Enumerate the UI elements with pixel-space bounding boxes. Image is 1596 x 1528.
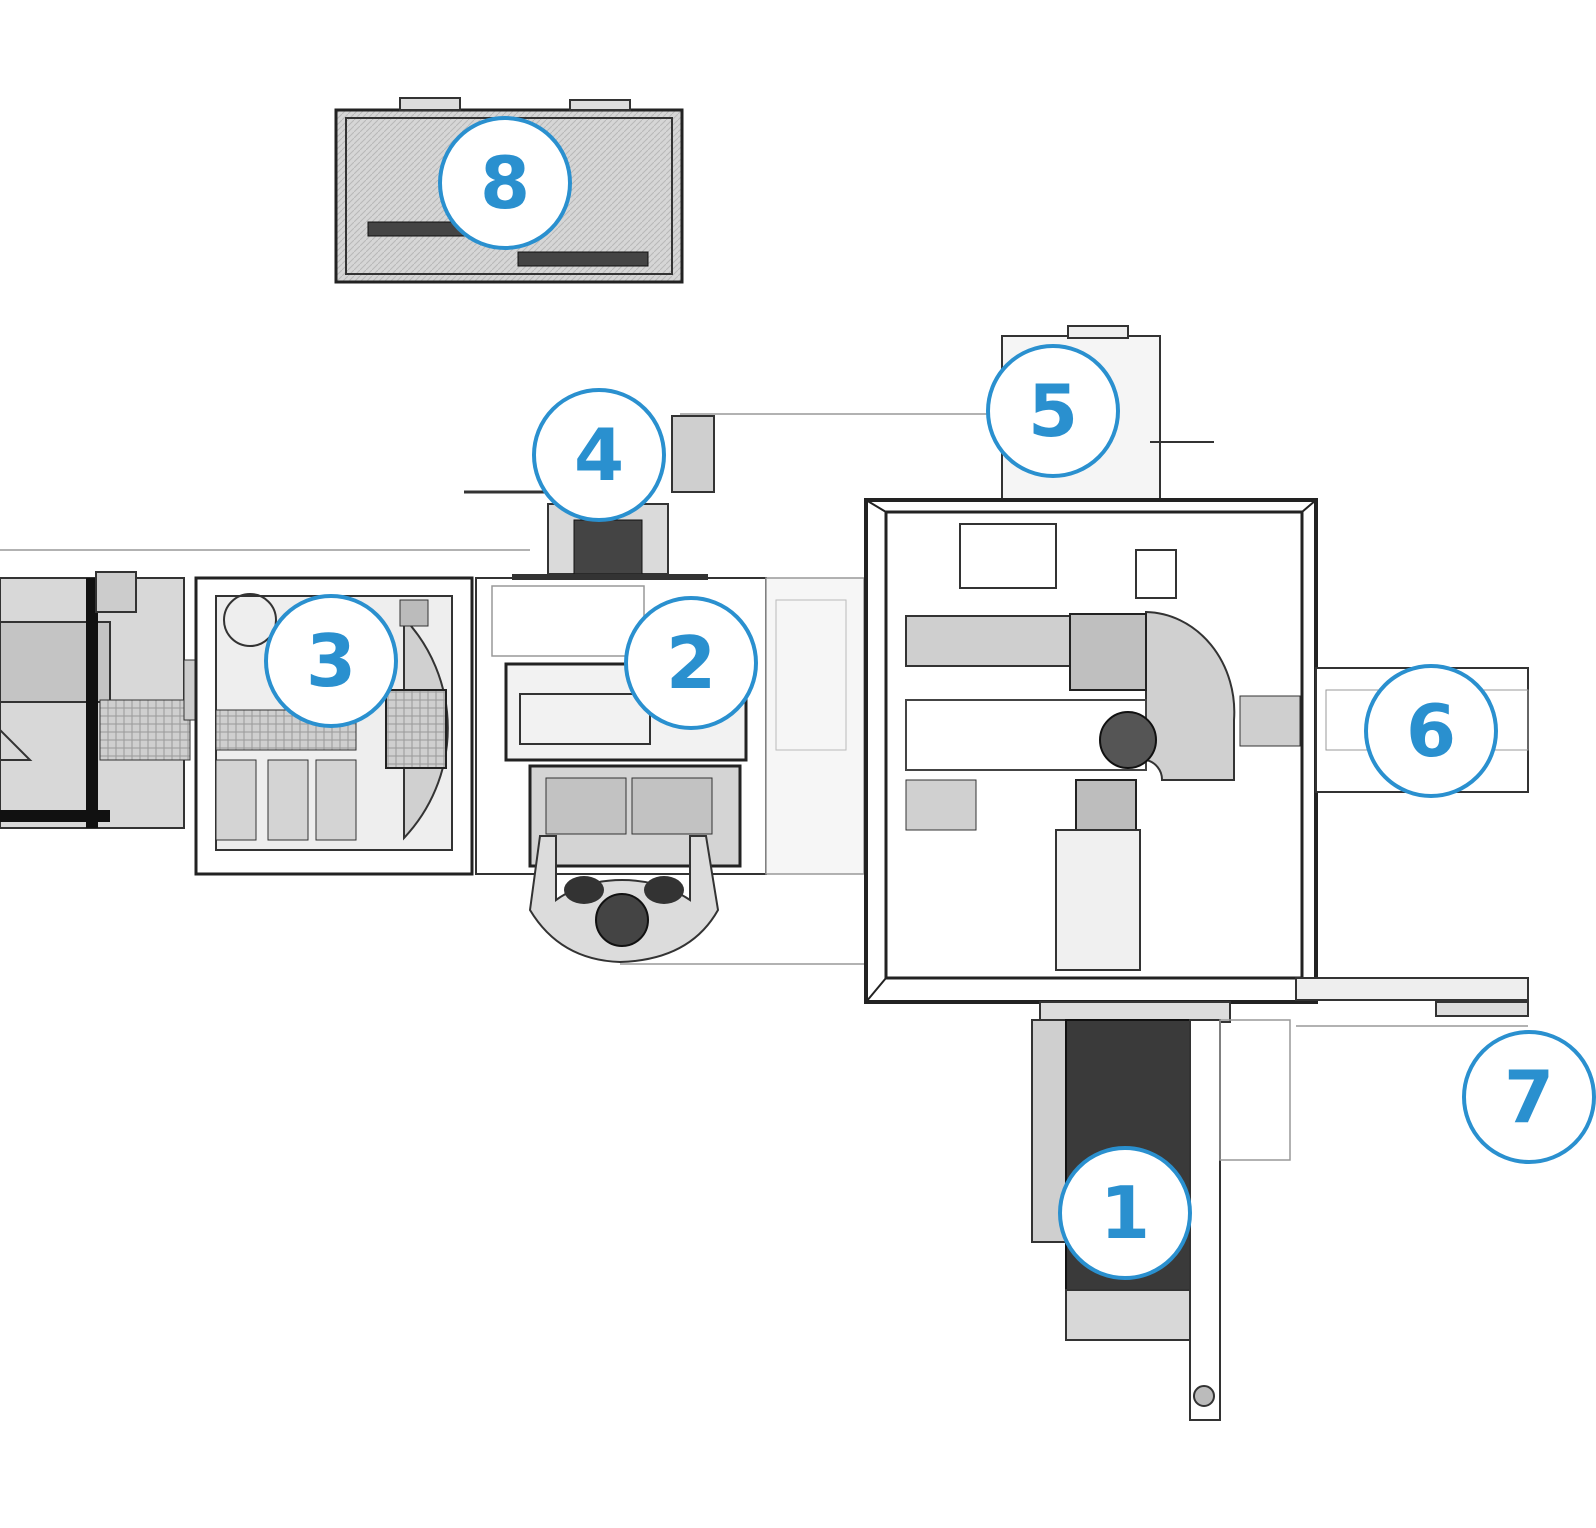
marker-8-label: 8 xyxy=(479,141,531,225)
marker-8: 8 xyxy=(438,116,572,250)
machine-layout-drawing xyxy=(0,97,1529,1421)
marker-3: 3 xyxy=(264,594,398,728)
outfeed-rail-7 xyxy=(1295,977,1529,1027)
infeed-conveyor xyxy=(0,549,530,829)
marker-7: 7 xyxy=(1462,1030,1596,1164)
marker-4: 4 xyxy=(532,388,666,522)
main-machine-frame xyxy=(864,498,1318,1004)
marker-5: 5 xyxy=(986,344,1120,478)
marker-7-label: 7 xyxy=(1503,1055,1555,1139)
marker-3-label: 3 xyxy=(305,619,357,703)
marker-6-label: 6 xyxy=(1405,689,1457,773)
operator-figure-icon xyxy=(528,835,864,965)
marker-2: 2 xyxy=(624,596,758,730)
transfer-module xyxy=(765,577,865,875)
marker-5-label: 5 xyxy=(1027,369,1079,453)
marker-1-label: 1 xyxy=(1099,1171,1151,1255)
marker-6: 6 xyxy=(1364,664,1498,798)
marker-4-label: 4 xyxy=(573,413,625,497)
marker-1: 1 xyxy=(1058,1146,1192,1280)
marker-2-label: 2 xyxy=(665,621,717,705)
